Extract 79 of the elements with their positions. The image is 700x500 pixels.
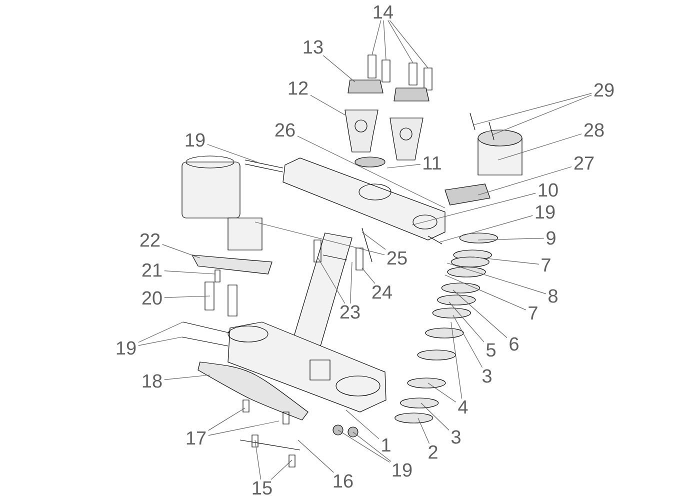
leader-line (448, 302, 484, 342)
callout-number: 19 (186, 133, 205, 147)
leader-line (270, 460, 292, 480)
callout-number: 7 (542, 258, 550, 272)
leader-line (444, 274, 526, 310)
leader-line (346, 410, 380, 440)
callout-number: 7 (528, 306, 538, 320)
callout-number: 3 (482, 369, 492, 383)
callout-number: 11 (424, 156, 441, 170)
leader-line (472, 256, 540, 265)
leader-line (164, 296, 210, 298)
leader-line (383, 20, 386, 60)
callout-number: 12 (288, 81, 308, 95)
leader-line (254, 222, 385, 256)
callout-number: 27 (574, 156, 594, 170)
callout-number: 16 (334, 474, 353, 488)
callout-number: 2 (428, 445, 438, 459)
leader-line (207, 144, 258, 162)
callout-number: 14 (374, 5, 393, 19)
leader-line (208, 420, 280, 436)
leader-line (452, 314, 483, 368)
callout-number: 20 (142, 291, 162, 305)
leader-line (440, 215, 533, 242)
callout-number: 25 (387, 251, 407, 265)
leader-line (318, 258, 346, 304)
leader-line (450, 322, 462, 399)
leader-line (350, 262, 352, 304)
leader-line (138, 322, 184, 343)
leader-line (386, 164, 421, 168)
callout-number: 29 (594, 83, 614, 97)
leader-line (297, 136, 446, 208)
leader-line (162, 244, 200, 258)
callout-number: 8 (548, 289, 558, 303)
callout-number: 9 (546, 231, 556, 245)
leader-line (164, 270, 216, 274)
leader-line (254, 440, 262, 480)
callout-number: 28 (584, 123, 604, 137)
leader-line (389, 20, 428, 68)
leader-line (322, 55, 356, 82)
leader-line (338, 430, 390, 463)
callout-number: 4 (458, 400, 468, 414)
leader-line (310, 94, 346, 116)
callout-number: 26 (275, 123, 295, 137)
callout-number: 10 (538, 183, 558, 197)
leader-line (498, 134, 582, 160)
leader-line (164, 374, 210, 380)
callout-number: 21 (142, 263, 162, 277)
callout-number: 5 (486, 343, 496, 357)
leader-line (472, 93, 592, 126)
callout-number: 19 (536, 205, 555, 219)
callout-number: 6 (510, 337, 518, 351)
callout-number: 19 (116, 341, 136, 355)
callout-number: 24 (372, 285, 392, 299)
leader-line (298, 440, 334, 473)
leader-line (420, 402, 450, 430)
callout-number: 3 (451, 430, 460, 444)
callout-number: 22 (140, 233, 160, 247)
leader-line (362, 268, 376, 284)
leader-line (388, 20, 414, 64)
leader-line (478, 238, 544, 240)
leader-line (208, 408, 246, 431)
callout-number: 1 (382, 438, 390, 452)
leader-line (446, 262, 546, 294)
callout-number: 15 (252, 481, 272, 495)
callout-number: 18 (142, 374, 162, 388)
leader-line (452, 290, 508, 338)
leader-line (478, 166, 572, 196)
leader-line (352, 432, 392, 462)
callout-number: 13 (304, 40, 323, 54)
callout-number: 17 (186, 431, 206, 445)
leader-line (372, 20, 382, 56)
leader-line (418, 418, 430, 444)
callout-number: 23 (340, 305, 360, 319)
leader-line (412, 192, 536, 226)
leader-line (428, 382, 456, 402)
leader-line (492, 94, 592, 136)
leader-line (362, 232, 386, 250)
callout-number: 19 (392, 463, 412, 477)
leader-line (138, 336, 182, 346)
